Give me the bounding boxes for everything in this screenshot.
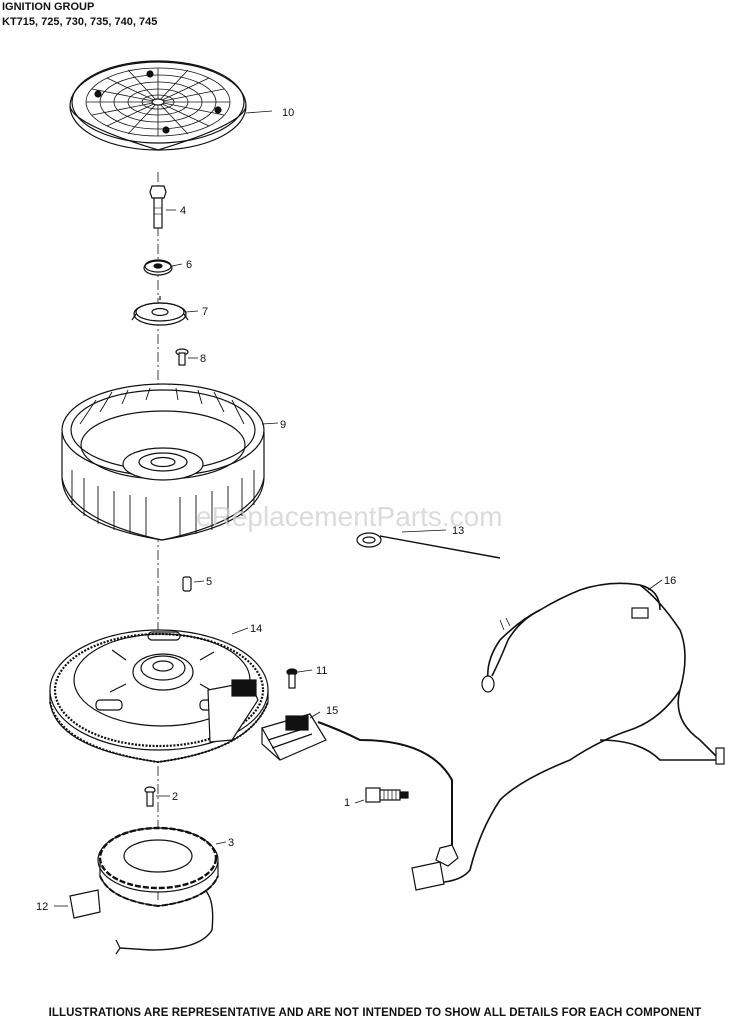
part-6-washer[interactable] (143, 259, 183, 276)
callout-5: 5 (206, 576, 212, 588)
part-9-fan[interactable] (61, 383, 279, 541)
callout-6: 6 (186, 259, 192, 271)
callout-7: 7 (202, 306, 208, 318)
part-3-stator[interactable] (97, 826, 227, 955)
callout-4: 4 (180, 205, 186, 217)
callout-9: 9 (280, 419, 286, 431)
part-8-screw[interactable] (175, 348, 198, 366)
part-2-screw[interactable] (144, 786, 170, 807)
callout-2: 2 (172, 791, 178, 803)
diagram-title: IGNITION GROUP (2, 1, 95, 13)
model-list: KT715, 725, 730, 735, 740, 745 (2, 16, 158, 28)
page-header: IGNITION GROUP KT715, 725, 730, 735, 740… (2, 0, 157, 30)
part-10-screen[interactable] (69, 60, 273, 151)
callout-14: 14 (250, 623, 262, 635)
callout-1: 1 (344, 797, 350, 809)
callout-10: 10 (282, 107, 294, 119)
part-7-fan-retainer[interactable] (131, 296, 199, 326)
callout-11: 11 (316, 665, 327, 677)
disclaimer-footer: ILLUSTRATIONS ARE REPRESENTATIVE AND ARE… (48, 1007, 702, 1019)
callout-16: 16 (664, 575, 676, 587)
callout-12: 12 (36, 901, 48, 913)
part-14-flywheel[interactable] (49, 627, 269, 764)
callout-15: 15 (326, 705, 338, 717)
part-1-spark-plug[interactable] (354, 787, 409, 804)
part-12-shim[interactable] (54, 889, 101, 919)
part-15-ignition-module[interactable] (261, 711, 459, 867)
part-16-wiring-harness[interactable] (411, 579, 725, 891)
part-5-key-pin[interactable] (182, 576, 205, 592)
part-13-key[interactable] (356, 529, 501, 559)
callout-13: 13 (452, 525, 464, 537)
part-4-bolt[interactable] (149, 185, 176, 229)
callout-3: 3 (228, 837, 234, 849)
watermark-text: eReplacementParts.com (196, 501, 503, 532)
callout-labels: 10 4 6 7 8 9 13 5 16 14 11 15 2 1 3 12 (36, 107, 676, 913)
part-11-screw[interactable] (286, 668, 313, 689)
callout-8: 8 (200, 353, 206, 365)
